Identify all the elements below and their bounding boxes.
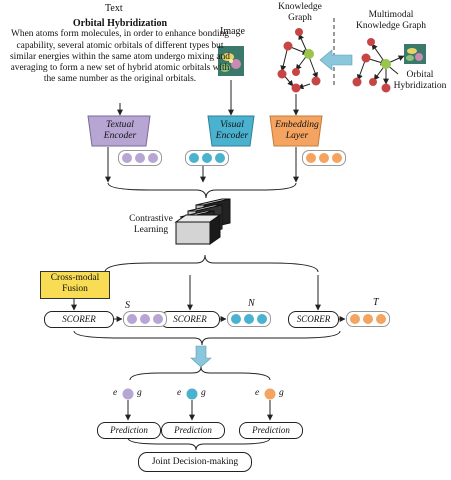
e-label-2: e: [177, 388, 182, 398]
score-pill-n: [227, 311, 271, 327]
text-passage-title: Orbital Hybridization: [72, 18, 168, 29]
score-symbol-n: N: [248, 298, 255, 309]
contrastive-learning-cubes-icon: [174, 198, 231, 245]
scorer-structure: SCORER: [288, 311, 339, 328]
score-symbol-s: S: [125, 300, 130, 311]
textual-encoder-label: Textual Encoder: [103, 119, 137, 141]
prediction-split-brace: [129, 366, 271, 381]
image-label: Image: [220, 26, 245, 37]
split-brace: [104, 254, 319, 273]
prediction-box-visual: Prediction: [161, 422, 225, 439]
text-embedding-pill: [118, 150, 162, 166]
g-label-2: g: [201, 388, 206, 398]
multimodal-knowledge-graph-label: Multimodal Knowledge Graph: [356, 10, 426, 31]
eg-dot-purple: [122, 388, 134, 400]
structure-embedding-pill: [302, 150, 346, 166]
eg-dot-blue: [186, 388, 198, 400]
merge-brace: [107, 182, 297, 199]
scorer-text: SCORER: [44, 311, 114, 328]
scorer-visual: SCORER: [160, 311, 220, 328]
joint-decision-box: Joint Decision-making: [138, 452, 252, 472]
text-passage-body: When atoms form molecules, in order to e…: [10, 29, 230, 85]
prediction-box-text: Prediction: [97, 422, 161, 439]
visual-embedding-pill: [185, 150, 229, 166]
orbital-hybridization-node-label: Orbital Hybridization: [393, 70, 447, 91]
joint-merge-brace: [127, 437, 271, 451]
down-arrow-icon: [190, 345, 212, 368]
knowledge-graph-label: Knowledge Graph: [278, 2, 322, 23]
left-arrow-icon: [319, 49, 353, 71]
g-label-3: g: [279, 388, 284, 398]
score-pill-t: [346, 311, 390, 327]
knowledge-graph-nodes: [277, 28, 321, 93]
textual-encoder-shape: [87, 115, 151, 147]
text-section-label: Text: [105, 3, 123, 14]
embedding-layer-label: Embedding Layer: [275, 119, 319, 141]
embedding-layer-shape: [269, 115, 323, 147]
cross-modal-fusion-box: Cross-modal Fusion: [40, 271, 110, 299]
flower-image-icon: [218, 46, 244, 76]
contrastive-learning-label: Contrastive Learning: [129, 214, 173, 235]
prediction-box-structure: Prediction: [239, 422, 303, 439]
score-symbol-t: T: [373, 297, 379, 308]
e-label-1: e: [113, 388, 118, 398]
scorer-merge-brace: [73, 330, 341, 346]
visual-encoder-label: Visual Encoder: [215, 119, 249, 141]
g-label-1: g: [137, 388, 142, 398]
visual-encoder-shape: [207, 115, 255, 147]
e-label-3: e: [255, 388, 260, 398]
text-passage: Orbital Hybridization When atoms form mo…: [4, 18, 236, 86]
multimodal-graph-nodes: [352, 38, 391, 93]
score-pill-s: [123, 311, 167, 327]
multimodal-image-thumbnail-icon: [404, 44, 426, 64]
eg-dot-orange: [264, 388, 276, 400]
